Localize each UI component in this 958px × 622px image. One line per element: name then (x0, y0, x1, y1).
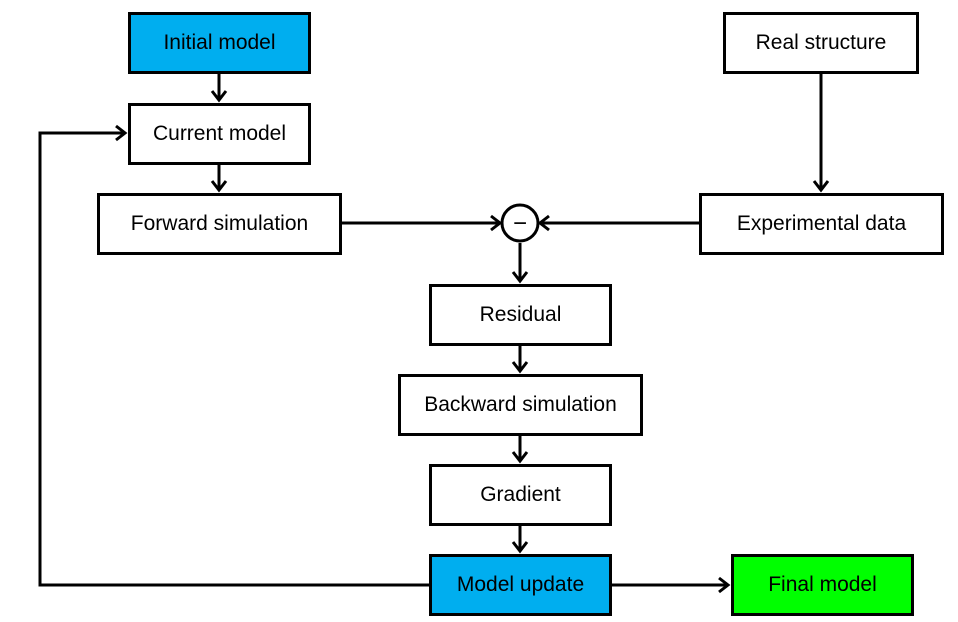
gradient-label: Gradient (480, 483, 561, 506)
arrowhead (718, 576, 731, 594)
arrowhead (115, 124, 128, 142)
model-update-box: Model update (429, 554, 612, 616)
arrow-feedback-loop (38, 131, 429, 587)
final-model-label: Final model (768, 573, 877, 596)
residual-box: Residual (429, 284, 612, 346)
final-model-box: Final model (731, 554, 914, 616)
current-model-box: Current model (128, 103, 311, 165)
real-structure-label: Real structure (755, 31, 887, 54)
forward-simulation-label: Forward simulation (130, 212, 309, 235)
arrowhead (812, 180, 830, 193)
arrowhead (511, 541, 529, 554)
difference-node-symbol: − (513, 210, 527, 237)
current-model-label: Current model (152, 122, 287, 145)
experimental-data-box: Experimental data (699, 193, 944, 255)
experimental-data-label: Experimental data (736, 212, 907, 235)
arrowhead (537, 214, 550, 232)
arrowhead (490, 214, 503, 232)
arrowhead (511, 271, 529, 284)
arrowhead (511, 451, 529, 464)
initial-model-label: Initial model (163, 31, 276, 54)
forward-simulation-box: Forward simulation (97, 193, 342, 255)
difference-node (500, 203, 540, 243)
arrowhead (511, 361, 529, 374)
model-update-label: Model update (456, 573, 585, 596)
real-structure-box: Real structure (723, 12, 919, 74)
residual-label: Residual (479, 303, 562, 326)
backward-simulation-box: Backward simulation (398, 374, 643, 436)
gradient-box: Gradient (429, 464, 612, 526)
initial-model-box: Initial model (128, 12, 311, 74)
arrowhead (210, 180, 228, 193)
arrowhead (210, 90, 228, 103)
backward-simulation-label: Backward simulation (424, 393, 617, 416)
